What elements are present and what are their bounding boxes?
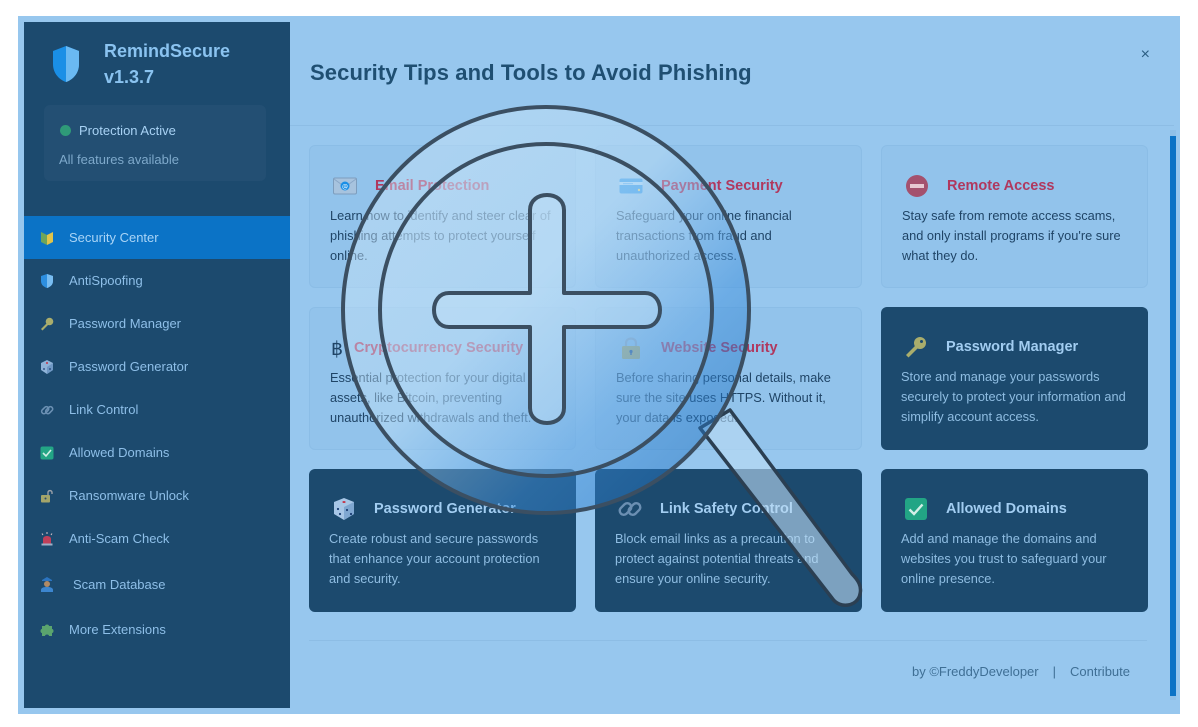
envelope-icon: @ [332,175,358,197]
card-description: Store and manage your passwords securely… [901,369,1126,424]
card-allowed-domains[interactable]: Allowed Domains Add and manage the domai… [881,469,1148,612]
card-title: Cryptocurrency Security [354,340,524,356]
card-remote-access[interactable]: Remote Access Stay safe from remote acce… [881,145,1148,288]
card-email-protection[interactable]: @ Email Protection Learn how to identify… [309,145,576,288]
puzzle-icon [40,623,54,637]
card-title: Allowed Domains [946,501,1067,517]
card-cryptocurrency-security[interactable]: ฿ Cryptocurrency Security Essential prot… [309,307,576,450]
no-entry-icon [904,175,930,197]
sidebar-item-security-center[interactable]: Security Center [24,216,290,259]
siren-icon [40,531,54,546]
card-title: Remote Access [947,178,1055,194]
key-icon [40,317,54,331]
padlock-icon [618,337,644,359]
card-title: Website Security [661,340,778,356]
card-title: Password Manager [946,339,1079,355]
link-icon [617,498,643,520]
card-description: Safeguard your online financial transact… [616,208,792,263]
main-panel: Security Tips and Tools to Avoid Phishin… [290,16,1180,714]
card-description: Stay safe from remote access scams, and … [902,208,1121,263]
card-website-security[interactable]: Website Security Before sharing personal… [595,307,862,450]
page-title: Security Tips and Tools to Avoid Phishin… [310,60,752,85]
app-version: v1.3.7 [104,67,155,87]
sidebar-item-password-generator[interactable]: Password Generator [24,345,290,388]
svg-text:฿: ฿ [331,338,343,359]
card-description: Add and manage the domains and websites … [901,531,1107,586]
svg-text:@: @ [342,184,348,191]
sidebar-item-allowed-domains[interactable]: Allowed Domains [24,431,290,474]
status-dot-icon [60,125,71,136]
sidebar-item-link-control[interactable]: Link Control [24,388,290,431]
app-name: RemindSecure [104,41,231,61]
dice-icon [331,498,357,520]
card-description: Block email links as a precaution to pro… [615,531,819,586]
key-icon [903,336,929,358]
shield-icon [40,273,54,288]
sidebar-item-anti-scam-check[interactable]: Anti-Scam Check [24,517,290,560]
card-description: Essential protection for your digital as… [330,370,532,425]
card-title: Link Safety Control [660,501,793,517]
sidebar-item-more-extensions[interactable]: More Extensions [24,608,290,651]
sidebar: RemindSecure v1.3.7 Protection Active Al… [24,22,290,708]
card-password-generator[interactable]: Password Generator Create robust and sec… [309,469,576,612]
card-link-safety-control[interactable]: Link Safety Control Block email links as… [595,469,862,612]
brand: RemindSecure v1.3.7 [50,38,230,90]
checkbox-icon [40,446,54,460]
checkbox-icon [903,498,929,520]
link-icon [40,403,54,417]
header-divider [290,125,1174,126]
shield-logo-icon [53,46,79,82]
card-title: Payment Security [661,178,783,194]
police-officer-icon [40,577,54,592]
scrollbar-thumb[interactable] [1170,136,1176,696]
footer-credit: by ©FreddyDeveloper [911,664,1039,679]
footer-divider [309,640,1147,641]
status-subtitle: All features available [59,152,179,167]
card-description: Before sharing personal details, make su… [616,370,831,425]
protection-status-card: Protection Active All features available [44,105,266,181]
close-button[interactable]: × [1140,46,1150,63]
unlock-icon [40,489,54,503]
credit-card-icon [618,175,644,197]
card-payment-security[interactable]: Payment Security Safeguard your online f… [595,145,862,288]
footer: by ©FreddyDeveloper | Contribute [912,664,1130,679]
card-password-manager[interactable]: Password Manager Store and manage your p… [881,307,1148,450]
app-window: RemindSecure v1.3.7 Protection Active Al… [18,16,1180,714]
dice-icon [40,359,54,374]
card-title: Email Protection [375,178,490,194]
footer-separator: | [1052,664,1057,679]
card-title: Password Generator [374,501,516,517]
sidebar-item-antispoofing[interactable]: AntiSpoofing [24,259,290,302]
sidebar-item-password-manager[interactable]: Password Manager [24,302,290,345]
beginner-shield-icon [40,231,54,245]
card-description: Learn how to identify and steer clear of… [330,208,551,263]
sidebar-item-ransomware-unlock[interactable]: Ransomware Unlock [24,474,290,517]
contribute-link[interactable]: Contribute [1070,664,1130,679]
bitcoin-icon: ฿ [330,337,344,359]
card-description: Create robust and secure passwords that … [329,531,540,586]
sidebar-nav: Security Center AntiSpoofing Password Ma… [24,216,290,651]
sidebar-item-scam-database[interactable]: Scam Database [24,560,290,608]
status-title: Protection Active [79,123,176,138]
